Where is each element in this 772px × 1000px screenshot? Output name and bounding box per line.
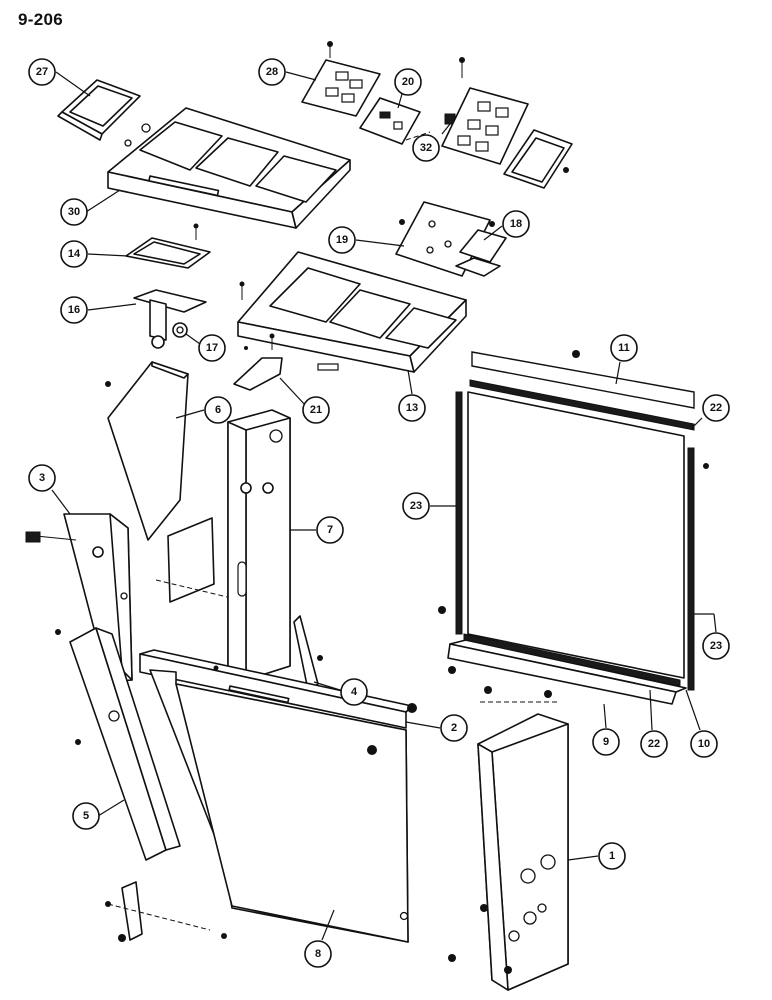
callout-27 (28, 58, 56, 86)
part-23-right-seal (687, 447, 709, 691)
callout-13-label: 13 (406, 402, 418, 414)
callout-2 (440, 714, 468, 742)
callout-1-label: 1 (609, 850, 615, 862)
callout-5 (72, 802, 100, 830)
callout-23-left (402, 492, 430, 520)
callout-7-label: 7 (327, 524, 333, 536)
part-20-switch-plate (359, 97, 431, 145)
callout-23-right (702, 632, 730, 660)
part-18-bracket (455, 221, 507, 277)
callout-30-label: 30 (68, 206, 80, 218)
part-19-plate (395, 201, 491, 277)
callout-5-label: 5 (83, 810, 89, 822)
part-11-top-strip (471, 350, 695, 409)
callout-4-label: 4 (351, 686, 358, 698)
part-14-tray (125, 223, 211, 269)
part-21-gusset (233, 333, 283, 391)
screen-panel (467, 391, 685, 679)
callout-23-right-label: 23 (710, 640, 722, 652)
callout-10-label: 10 (698, 738, 710, 750)
callout-2-label: 2 (451, 722, 457, 734)
part-small-bracket (105, 881, 227, 942)
callout-3 (28, 464, 56, 492)
callout-30 (60, 198, 88, 226)
part-switch-cover (503, 129, 573, 189)
callout-14-label: 14 (68, 248, 81, 260)
callout-1 (598, 842, 626, 870)
callout-21 (302, 396, 330, 424)
part-30-upper-panel (107, 107, 351, 229)
callout-6-label: 6 (215, 404, 221, 416)
part-13-lower-panel (237, 251, 467, 373)
callout-22-bottom-label: 22 (648, 738, 660, 750)
callout-32-label: 32 (420, 142, 432, 154)
part-8-large-panel (149, 665, 409, 943)
part-17-bushing (172, 322, 188, 338)
callout-27-label: 27 (36, 66, 48, 78)
callout-8-label: 8 (315, 948, 321, 960)
part-27-cover-lid (57, 79, 141, 141)
callout-19-label: 19 (336, 234, 348, 246)
callout-22-top (702, 394, 730, 422)
callout-9-label: 9 (603, 736, 609, 748)
part-7-channel (227, 409, 291, 681)
callout-28 (258, 58, 286, 86)
callout-14 (60, 240, 88, 268)
callout-28-label: 28 (266, 66, 278, 78)
part-28-plate (301, 41, 381, 117)
callout-22-top-label: 22 (710, 402, 722, 414)
callout-17 (198, 334, 226, 362)
callouts: 27 28 20 32 30 19 18 14 16 (28, 58, 730, 968)
part-6-chute (105, 361, 189, 541)
part-switch-panel-right (441, 57, 529, 165)
callout-20 (394, 68, 422, 96)
part-cover-plate (155, 517, 241, 603)
part-1-side-box (448, 713, 569, 991)
callout-11-label: 11 (618, 342, 630, 354)
callout-19 (328, 226, 356, 254)
part-22-bottom-seal (463, 633, 681, 687)
callout-20-label: 20 (402, 76, 414, 88)
callout-7 (316, 516, 344, 544)
part-22-top-seal (469, 379, 695, 431)
callout-18 (502, 210, 530, 238)
callout-18-label: 18 (510, 218, 522, 230)
callout-6 (204, 396, 232, 424)
callout-21-label: 21 (310, 404, 322, 416)
part-23-left-seal (455, 391, 463, 635)
callout-9 (592, 728, 620, 756)
callout-4 (340, 678, 368, 706)
part-9-bottom-angle (438, 606, 687, 705)
page-number: 9-206 (18, 10, 63, 29)
callout-16-label: 16 (68, 304, 80, 316)
callout-11 (610, 334, 638, 362)
callout-23-left-label: 23 (410, 500, 422, 512)
callout-10 (690, 730, 718, 758)
part-5-diagonal-bar (55, 627, 181, 861)
callout-17-label: 17 (206, 342, 218, 354)
callout-16 (60, 296, 88, 324)
part-4-gusset (293, 615, 323, 691)
callout-32 (412, 134, 440, 162)
part-16-bracket (133, 289, 207, 349)
callout-8 (304, 940, 332, 968)
part-3-side-post (25, 513, 133, 683)
callout-13 (398, 394, 426, 422)
callout-22-bottom (640, 730, 668, 758)
callout-3-label: 3 (39, 472, 45, 484)
